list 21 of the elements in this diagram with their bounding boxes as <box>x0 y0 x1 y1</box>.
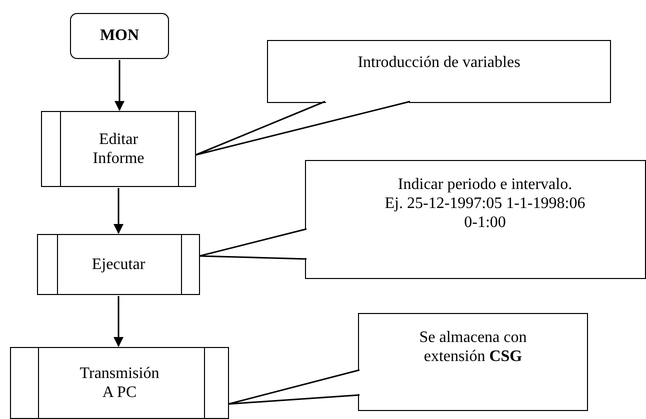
callout-box <box>305 160 646 279</box>
callout-pointer <box>194 100 411 156</box>
callout-pointer <box>198 228 308 260</box>
note-text: Indicar periodo e intervalo. <box>396 175 574 194</box>
note-text: Ej. 25-12-1997:05 1-1-1998:06 0-1:00 <box>384 194 586 233</box>
predefined-process-box <box>37 234 200 295</box>
predefined-process-box <box>41 111 196 187</box>
step-label: Ejecutar <box>90 254 146 274</box>
step-label: MON <box>100 26 140 46</box>
callout-pointer <box>228 369 360 405</box>
step-label: Editar Informe <box>92 130 146 168</box>
callout-box <box>358 313 588 411</box>
note-text: Se almacena con extensión CSG <box>418 328 528 366</box>
predefined-process-box <box>10 347 229 419</box>
arrow <box>114 188 124 234</box>
note-text: Introducción de variables <box>356 53 522 72</box>
callout-box <box>267 40 611 103</box>
step-label: Transmisión A PC <box>78 364 160 402</box>
arrow <box>114 60 124 111</box>
terminal-box <box>70 13 169 59</box>
arrow <box>114 296 124 347</box>
